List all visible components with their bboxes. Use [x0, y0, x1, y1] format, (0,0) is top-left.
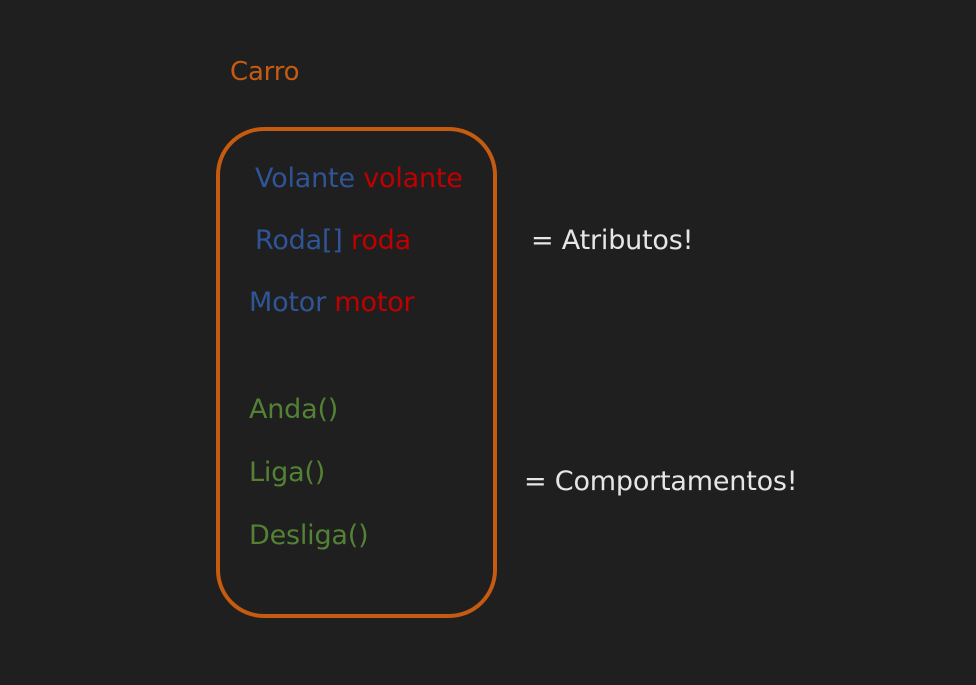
- behaviors-note: = Comportamentos!: [524, 466, 798, 497]
- attributes-note: = Atributos!: [531, 225, 694, 256]
- attribute-type: Volante: [255, 163, 355, 194]
- attribute-name: volante: [363, 163, 463, 194]
- attribute-type: Motor: [249, 287, 327, 318]
- method-anda: Anda(): [249, 394, 339, 425]
- attribute-motor: Motor motor: [249, 287, 415, 319]
- attribute-name: roda: [351, 225, 411, 256]
- attribute-type: Roda[]: [255, 225, 343, 256]
- attribute-name: motor: [334, 287, 415, 318]
- class-title: Carro: [230, 57, 300, 87]
- attribute-volante: Volante volante: [255, 163, 463, 195]
- method-desliga: Desliga(): [249, 520, 369, 551]
- attribute-roda: Roda[] roda: [255, 225, 411, 257]
- method-liga: Liga(): [249, 457, 326, 488]
- class-box: [216, 127, 497, 618]
